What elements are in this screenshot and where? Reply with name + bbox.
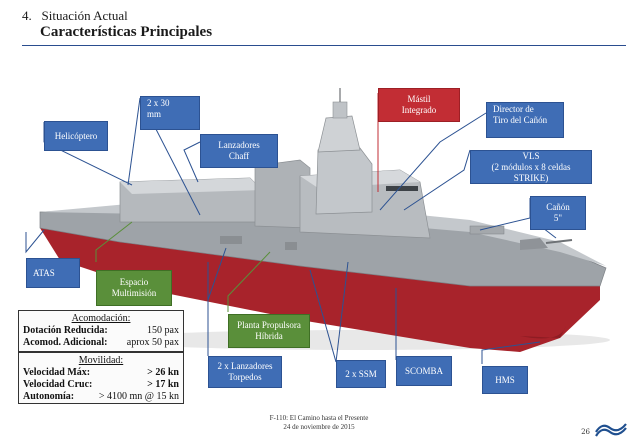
- bridge-windows: [386, 186, 418, 191]
- line-atas: [25, 229, 45, 254]
- label-director-tiro: Director de Tiro del Cañón: [486, 102, 564, 138]
- label-espacio-multimision: Espacio Multimisión: [96, 270, 172, 306]
- movilidad-row: Velocidad Cruc: > 17 kn: [23, 379, 179, 390]
- vls-cells: [469, 225, 505, 235]
- acomodacion-panel: Acomodación: Dotación Reducida: 150 pax …: [18, 310, 184, 352]
- hull-red-underbody: [40, 228, 600, 352]
- line-chaff-a: [183, 141, 201, 183]
- section-title: Situación Actual: [41, 8, 128, 23]
- movilidad-panel: Movilidad: Velocidad Máx: > 26 kn Veloci…: [18, 352, 184, 404]
- footer: F-110: El Camino hasta el Presente 24 de…: [0, 414, 638, 432]
- label-chaff: Lanzadores Chaff: [200, 134, 278, 168]
- line-canon-a: [479, 198, 531, 231]
- main-gun-turret: [520, 238, 548, 250]
- label-vls: VLS (2 módulos x 8 celdas STRIKE): [470, 150, 592, 184]
- page-title: Características Principales: [40, 24, 213, 40]
- acomodacion-row: Dotación Reducida: 150 pax: [23, 325, 179, 336]
- line-ssm-a: [309, 269, 337, 363]
- line-torpedos-a: [207, 247, 227, 356]
- movilidad-row: Autonomía: > 4100 mn @ 15 kn: [23, 391, 179, 402]
- label-atas: ATAS: [26, 258, 80, 288]
- line-planta: [227, 251, 271, 312]
- acomodacion-title: Acomodación:: [71, 313, 131, 324]
- acomodacion-row: Acomod. Adicional: aprox 50 pax: [23, 337, 179, 348]
- hangar-roof: [120, 178, 262, 194]
- line-vls: [403, 149, 471, 211]
- line-ssm-b: [335, 261, 349, 363]
- movilidad-title: Movilidad:: [78, 355, 124, 366]
- footer-date: 24 de noviembre de 2015: [283, 423, 355, 431]
- label-torpedos: 2 x Lanzadores Torpedos: [208, 356, 282, 388]
- hull-hatch: [285, 242, 297, 250]
- label-mastil: Mástil Integrado: [378, 88, 460, 122]
- section-number: 4.: [22, 8, 32, 23]
- label-ssm: 2 x SSM: [336, 360, 386, 388]
- line-espacio: [95, 221, 133, 262]
- label-hms: HMS: [482, 366, 528, 394]
- footer-title: F-110: El Camino hasta el Presente: [269, 414, 369, 422]
- movilidad-row: Velocidad Máx: > 26 kn: [23, 367, 179, 378]
- label-canon: Cañón 5": [530, 196, 586, 230]
- label-planta-propulsora: Planta Propulsora Híbrida: [228, 314, 310, 348]
- hull-door: [220, 236, 242, 244]
- label-helicoptero: Helicóptero: [44, 121, 108, 151]
- navantia-logo-icon: [595, 423, 627, 437]
- header-divider: [22, 45, 626, 46]
- label-gun-30mm: 2 x 30 mm: [140, 96, 200, 130]
- main-gun-barrel: [545, 239, 573, 244]
- line-director: [379, 112, 487, 211]
- line-gun30-a: [127, 97, 141, 186]
- label-scomba: SCOMBA: [396, 356, 452, 386]
- page-number: 26: [581, 428, 590, 436]
- line-hms: [481, 341, 541, 364]
- section-header: 4. Situación Actual: [22, 8, 128, 24]
